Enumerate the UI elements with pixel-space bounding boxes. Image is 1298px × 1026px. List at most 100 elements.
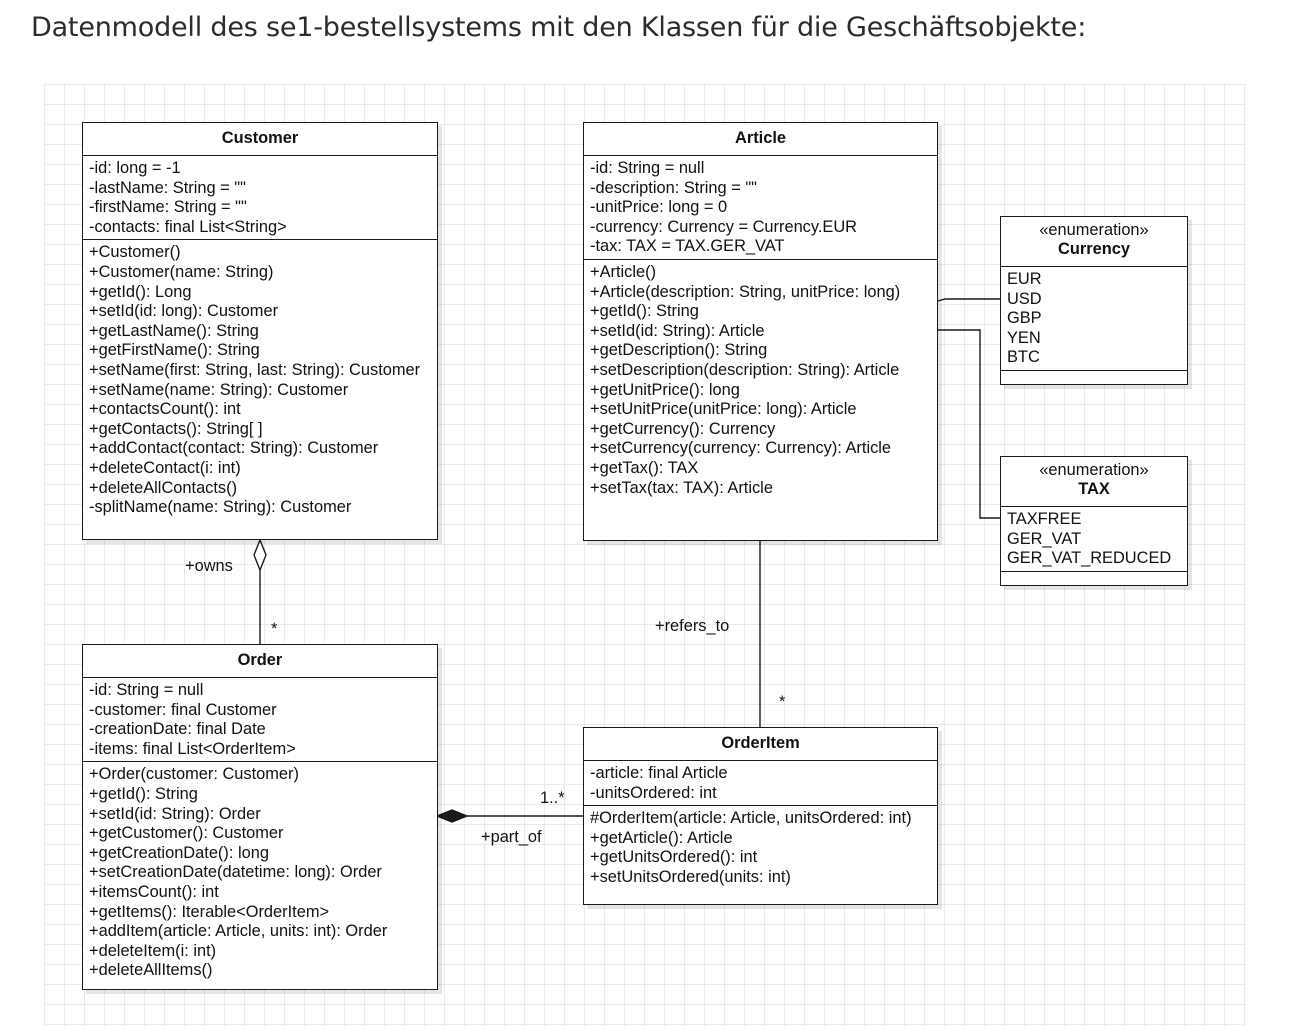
method: +setDescription(description: String): Ar… [590, 360, 900, 379]
enum-value: GBP [1007, 309, 1042, 328]
attribute: -customer: final Customer [89, 700, 277, 719]
method: +getCurrency(): Currency [590, 419, 776, 438]
method: +addItem(article: Article, units: int): … [89, 922, 388, 941]
composition-diamond-icon [435, 809, 469, 823]
enum-value: GER_VAT_REDUCED [1007, 549, 1172, 568]
customer-attributes: -id: long = -1 -lastName: String = "" -f… [83, 156, 437, 239]
attribute: -firstName: String = "" [89, 198, 247, 217]
method: +getArticle(): Article [590, 828, 733, 847]
method: +getDescription(): String [590, 341, 768, 360]
enum-value: GER_VAT [1007, 529, 1082, 548]
method: +deleteItem(i: int) [89, 941, 217, 960]
orderitem-class[interactable]: OrderItem -article: final Article -units… [583, 727, 938, 905]
method: +getUnitsOrdered(): int [590, 848, 758, 867]
currency-values: EUR USD GBP YEN BTC [1001, 267, 1187, 370]
attribute: -id: long = -1 [89, 159, 181, 177]
attribute: -currency: Currency = Currency.EUR [590, 217, 858, 236]
method: +deleteContact(i: int) [89, 458, 241, 477]
customer-class[interactable]: Customer -id: long = -1 -lastName: Strin… [82, 122, 438, 540]
method: +setId(id: String): Article [590, 321, 765, 340]
tax-enum-name: TAX [1078, 480, 1110, 498]
owns-label: +owns [185, 557, 233, 575]
attribute: -items: final List<OrderItem> [89, 739, 296, 758]
order-class-name: Order [83, 645, 437, 678]
method: +Order(customer: Customer) [89, 765, 299, 784]
method: +deleteAllContacts() [89, 478, 238, 497]
method: +setCreationDate(datetime: long): Order [89, 863, 382, 882]
orderitem-class-name: OrderItem [584, 728, 937, 761]
attribute: -contacts: final List<String> [89, 217, 287, 236]
owns-multiplicity: * [271, 620, 278, 638]
method: +setTax(tax: TAX): Article [590, 478, 773, 497]
method: +addContact(contact: String): Customer [89, 439, 379, 458]
orderitem-methods: #OrderItem(article: Article, unitsOrdere… [584, 805, 937, 889]
method: +Customer(name: String) [89, 262, 274, 281]
method: +getCreationDate(): long [89, 843, 269, 862]
tax-values: TAXFREE GER_VAT GER_VAT_REDUCED [1001, 507, 1187, 571]
page-title: Datenmodell des se1-bestellsystems mit d… [31, 12, 1087, 43]
attribute: -description: String = "" [590, 178, 757, 197]
method: +getId(): Long [89, 282, 192, 301]
method: +getItems(): Iterable<OrderItem> [89, 902, 330, 921]
attribute: -lastName: String = "" [89, 178, 246, 197]
attribute: -unitsOrdered: int [590, 783, 717, 802]
method: +Article() [590, 262, 657, 281]
attribute: -unitPrice: long = 0 [590, 198, 728, 217]
method: +deleteAllItems() [89, 961, 213, 980]
order-attributes: -id: String = null -customer: final Cust… [83, 678, 437, 761]
tax-link-line [938, 329, 1000, 519]
method: +setName(first: String, last: String): C… [89, 360, 421, 379]
method: +getCustomer(): Customer [89, 824, 284, 843]
method: +getContacts(): String[ ] [89, 419, 263, 438]
customer-methods: +Customer() +Customer(name: String) +get… [83, 239, 437, 519]
enum-value: EUR [1007, 270, 1042, 288]
method: +getId(): String [590, 302, 699, 321]
attribute: -id: String = null [89, 681, 204, 699]
method: +Customer() [89, 243, 181, 262]
order-class[interactable]: Order -id: String = null -customer: fina… [82, 644, 438, 990]
order-methods: +Order(customer: Customer) +getId(): Str… [83, 761, 437, 983]
attribute: -tax: TAX = TAX.GER_VAT [590, 237, 785, 256]
aggregation-diamond-icon [253, 538, 267, 572]
enum-value: TAXFREE [1007, 510, 1082, 528]
currency-enum[interactable]: «enumeration» Currency EUR USD GBP YEN B… [1000, 216, 1188, 385]
article-methods: +Article() +Article(description: String,… [584, 258, 937, 500]
enum-value: USD [1007, 289, 1042, 308]
method: +setId(id: long): Customer [89, 302, 279, 321]
part-of-label: +part_of [481, 828, 542, 846]
method: +setUnitPrice(unitPrice: long): Article [590, 400, 857, 419]
currency-empty-compartment [1001, 369, 1187, 379]
method: +contactsCount(): int [89, 400, 241, 419]
orderitem-attributes: -article: final Article -unitsOrdered: i… [584, 761, 937, 805]
method: +getLastName(): String [89, 321, 259, 340]
refers-to-multiplicity: * [779, 693, 786, 711]
attribute: -id: String = null [590, 159, 705, 177]
attribute: -creationDate: final Date [89, 720, 266, 739]
refers-to-label: +refers_to [655, 617, 730, 635]
method: +getTax(): TAX [590, 458, 699, 477]
enum-value: YEN [1007, 328, 1041, 347]
method: +setId(id: String): Order [89, 804, 261, 823]
article-attributes: -id: String = null -description: String … [584, 156, 937, 259]
method: +itemsCount(): int [89, 882, 219, 901]
tax-enum-header: «enumeration» TAX [1001, 457, 1187, 507]
tax-enum[interactable]: «enumeration» TAX TAXFREE GER_VAT GER_VA… [1000, 456, 1188, 586]
currency-enum-header: «enumeration» Currency [1001, 217, 1187, 267]
method: +getFirstName(): String [89, 341, 260, 360]
currency-link-line [937, 298, 1000, 302]
tax-empty-compartment [1001, 570, 1187, 580]
customer-class-name: Customer [83, 123, 437, 156]
method: +getId(): String [89, 784, 198, 803]
attribute: -article: final Article [590, 764, 728, 782]
method: -splitName(name: String): Customer [89, 498, 352, 517]
article-class[interactable]: Article -id: String = null -description:… [583, 122, 938, 541]
article-class-name: Article [584, 123, 937, 156]
method: +getUnitPrice(): long [590, 380, 740, 399]
part-of-multiplicity: 1..* [540, 789, 565, 807]
method: #OrderItem(article: Article, unitsOrdere… [590, 809, 912, 828]
currency-enum-name: Currency [1058, 240, 1130, 258]
method: +setName(name: String): Customer [89, 380, 349, 399]
currency-stereotype: «enumeration» [1039, 221, 1149, 239]
method: +setUnitsOrdered(units: int) [590, 867, 791, 886]
